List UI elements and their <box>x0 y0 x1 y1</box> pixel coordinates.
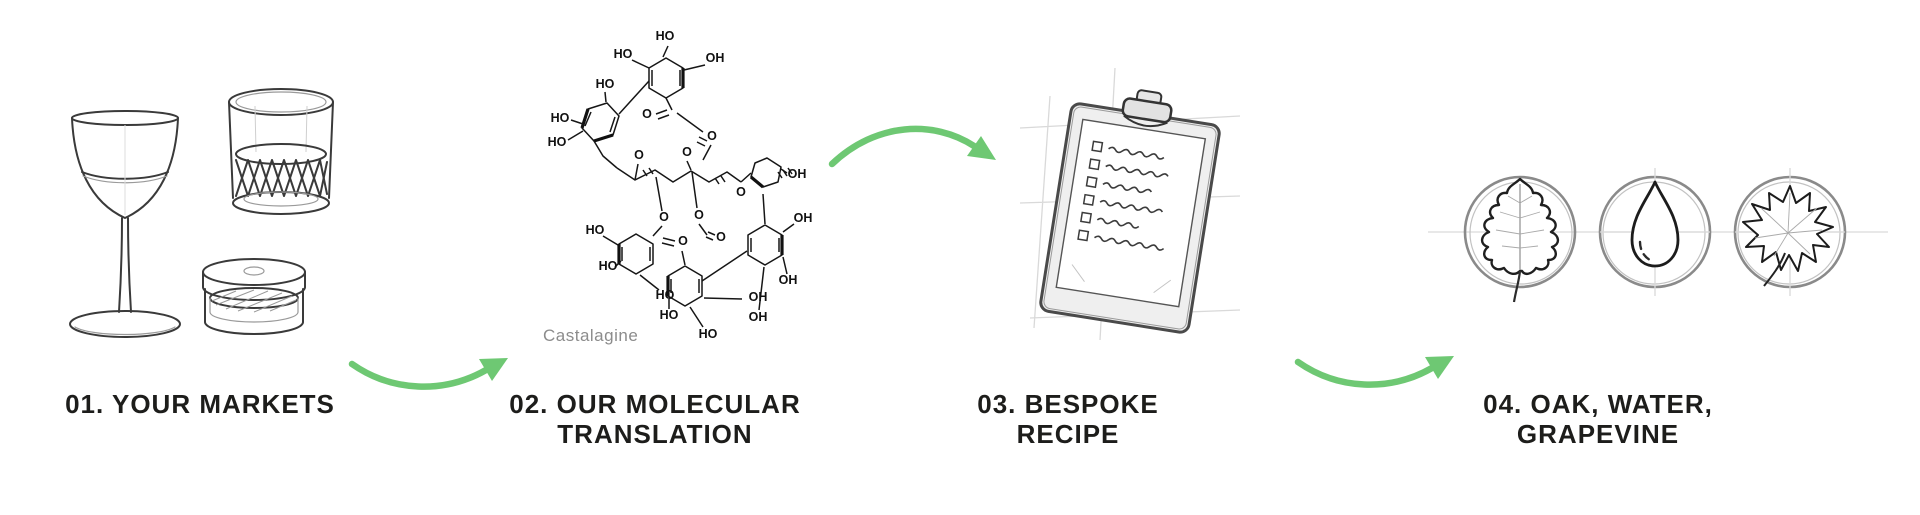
atom-label: O <box>659 210 669 224</box>
atom-label: HO <box>614 47 633 61</box>
step-3-label-line1: 03. BESPOKE <box>977 389 1159 419</box>
atom-label: HO <box>551 111 570 125</box>
step-4-label-line1: 04. OAK, WATER, <box>1483 389 1713 419</box>
atom-label: HO <box>599 259 618 273</box>
step-2-label: 02. OUR MOLECULAR TRANSLATION <box>492 389 818 449</box>
step-1-label-line1: 01. YOUR MARKETS <box>65 389 335 419</box>
oak-leaf-icon <box>1463 175 1577 303</box>
atom-label: O <box>716 230 726 244</box>
arrowhead-icon <box>1425 356 1454 379</box>
arrow-step2-to-step3 <box>828 125 996 168</box>
atom-label: O <box>694 208 704 222</box>
step-4-label-line2: GRAPEVINE <box>1516 419 1680 449</box>
atom-label: O <box>634 148 644 162</box>
checklist-rows <box>1077 140 1169 251</box>
atom-label: OH <box>749 310 768 324</box>
your-markets-illustration <box>69 88 334 338</box>
grapevine-leaf-icon <box>1733 168 1847 296</box>
atom-label: HO <box>699 327 718 341</box>
arrow-step1-to-step2 <box>348 358 508 390</box>
molecule-caption: Castalagine <box>543 326 638 345</box>
arrowhead-icon <box>479 358 508 381</box>
clipboard-icon <box>1039 89 1221 334</box>
atom-label: O <box>707 129 717 143</box>
atom-label: O <box>682 145 692 159</box>
castalagin-molecule-icon: HO HO OH HO HO HO O O O O OH O O O O O O… <box>548 29 813 341</box>
atom-label: HO <box>548 135 567 149</box>
atom-label: HO <box>660 308 679 322</box>
oak-water-grapevine-illustration <box>1428 168 1888 303</box>
atom-label: OH <box>779 273 798 287</box>
atom-label: O <box>678 234 688 248</box>
atom-label: OH <box>749 290 768 304</box>
step-2-label-line1: 02. OUR MOLECULAR <box>509 389 801 419</box>
step-1-label: 01. YOUR MARKETS <box>40 389 360 419</box>
atom-label: HO <box>656 29 675 43</box>
water-drop-icon <box>1598 168 1712 296</box>
step-2-label-line2: TRANSLATION <box>557 419 753 449</box>
arrow-step3-to-step4 <box>1294 356 1454 388</box>
atom-label: O <box>736 185 746 199</box>
atom-label: HO <box>586 223 605 237</box>
wine-glass-icon <box>69 110 181 338</box>
sample-jar-icon <box>202 258 306 335</box>
whiskey-tumbler-icon <box>228 88 334 215</box>
atom-label: OH <box>706 51 725 65</box>
atom-label: O <box>642 107 652 121</box>
step-4-label: 04. OAK, WATER, GRAPEVINE <box>1435 389 1761 449</box>
step-3-label-line2: RECIPE <box>1016 419 1120 449</box>
arrowhead-icon <box>967 136 996 160</box>
atom-label: HO <box>596 77 615 91</box>
step-3-label: 03. BESPOKE RECIPE <box>905 389 1231 449</box>
atom-label: HO <box>656 288 675 302</box>
bespoke-recipe-illustration <box>1020 68 1240 340</box>
molecular-structure-illustration: HO HO OH HO HO HO O O O O OH O O O O O O… <box>543 29 813 345</box>
atom-label: OH <box>794 211 813 225</box>
atom-label: OH <box>788 167 807 181</box>
